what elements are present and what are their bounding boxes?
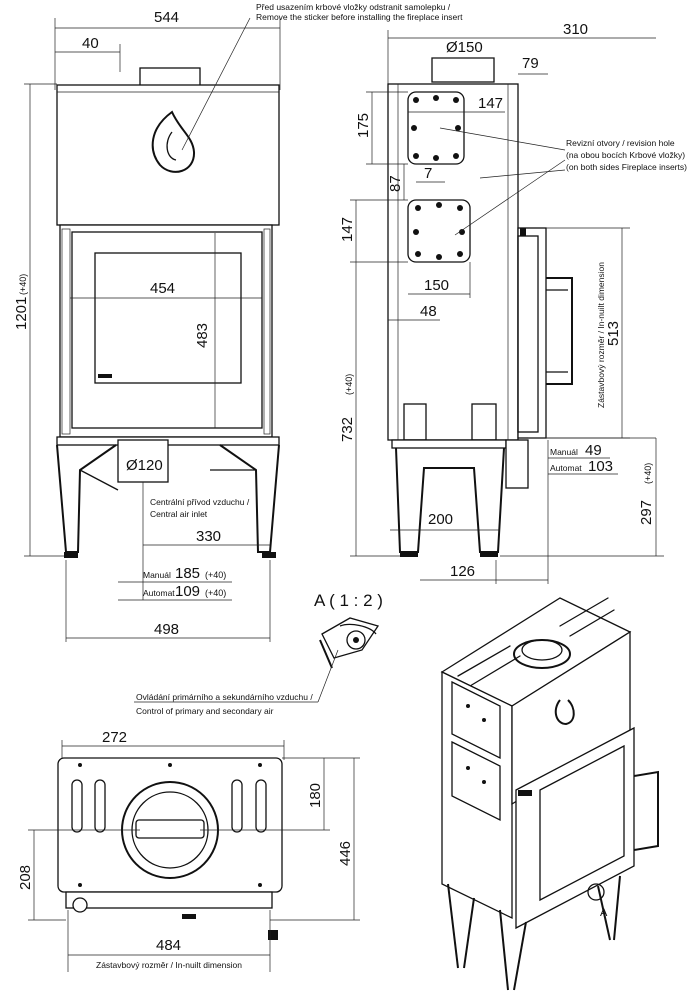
dim-hole-gap: 87: [387, 175, 404, 192]
dim-hole2-height: 147: [339, 217, 356, 242]
dim-hole-size: 147: [478, 95, 503, 112]
dim-hole-side: 7: [424, 165, 432, 182]
sticker-note-cz: Před usazením krbové vložky odstranit sa…: [256, 2, 451, 12]
dim-height-732: 732: [339, 417, 356, 442]
front-manual-value: 185: [175, 565, 200, 582]
front-manual-label: Manuál: [143, 570, 171, 580]
dim-front-width: 544: [154, 9, 179, 26]
top-builtin-label: Zástavbový rozměr / In-nuilt dimension: [96, 960, 242, 970]
dim-flue-offset: 79: [522, 55, 539, 72]
dim-side-depth: 310: [563, 21, 588, 38]
dim-leg-height-note: (+40): [643, 463, 653, 484]
side-builtin-label: Zástavbový rozměr / In-nuilt dimension: [596, 262, 606, 408]
dim-top-offset: 40: [82, 35, 99, 52]
top-view: 272 180 446 208: [17, 729, 360, 972]
side-manual-label: Manuál: [550, 447, 578, 457]
control-note-en: Control of primary and secondary air: [136, 706, 274, 716]
dim-leg-height: 297: [638, 500, 655, 525]
dim-glass-height: 483: [194, 323, 211, 348]
dim-leg-width: 498: [154, 621, 179, 638]
dim-front-height: 1201: [13, 297, 30, 330]
dim-top-446: 446: [337, 841, 354, 866]
detail-a: A ( 1 : 2 ) Ovládání primárního a sekund…: [134, 591, 383, 716]
dim-builtin-height: 513: [605, 321, 622, 346]
front-manual-note: (+40): [205, 570, 226, 580]
dim-flue-diameter: Ø150: [446, 39, 483, 56]
side-automat-label: Automat: [550, 463, 582, 473]
dim-top-484: 484: [156, 937, 181, 954]
dim-front-height-note: (+40): [18, 274, 28, 295]
dim-foot-offset: 126: [450, 563, 475, 580]
revision-note-cz: Revizní otvory / revision hole: [566, 138, 675, 148]
detail-title: A ( 1 : 2 ): [314, 591, 383, 610]
iso-marker: A: [600, 907, 608, 919]
dim-hole-top-height: 175: [355, 113, 372, 138]
sticker-note-en: Remove the sticker before installing the…: [256, 12, 463, 22]
inlet-label-en: Central air inlet: [150, 509, 208, 519]
dim-top-width: 272: [102, 729, 127, 746]
dim-inlet-diameter: Ø120: [126, 457, 163, 474]
dim-hole2-width: 150: [424, 277, 449, 294]
front-automat-note: (+40): [205, 588, 226, 598]
dim-top-180: 180: [307, 783, 324, 808]
side-manual-value: 49: [585, 442, 602, 459]
revision-note-en: (on both sides Fireplace inserts): [566, 162, 687, 172]
side-view: 310 Ø150 79 147 175 87 7 147: [339, 21, 687, 584]
dim-glass-width: 454: [150, 280, 175, 297]
inlet-label-cz: Centrální přívod vzduchu /: [150, 497, 250, 507]
iso-view: A: [440, 597, 659, 991]
front-view: 544 40 454 483 Ø120: [13, 2, 463, 642]
front-automat-value: 109: [175, 583, 200, 600]
dim-hole2-offset: 48: [420, 303, 437, 320]
side-automat-value: 103: [588, 458, 613, 475]
dim-height-732-note: (+40): [344, 374, 354, 395]
dim-top-208: 208: [17, 865, 34, 890]
control-note-cz: Ovládání primárního a sekundárního vzduc…: [136, 692, 313, 702]
dim-side-leg-width: 200: [428, 511, 453, 528]
revision-note-cz2: (na obou bocích Krbové vložky): [566, 150, 685, 160]
dim-inlet-offset: 330: [196, 528, 221, 545]
front-automat-label: Automat: [143, 588, 175, 598]
